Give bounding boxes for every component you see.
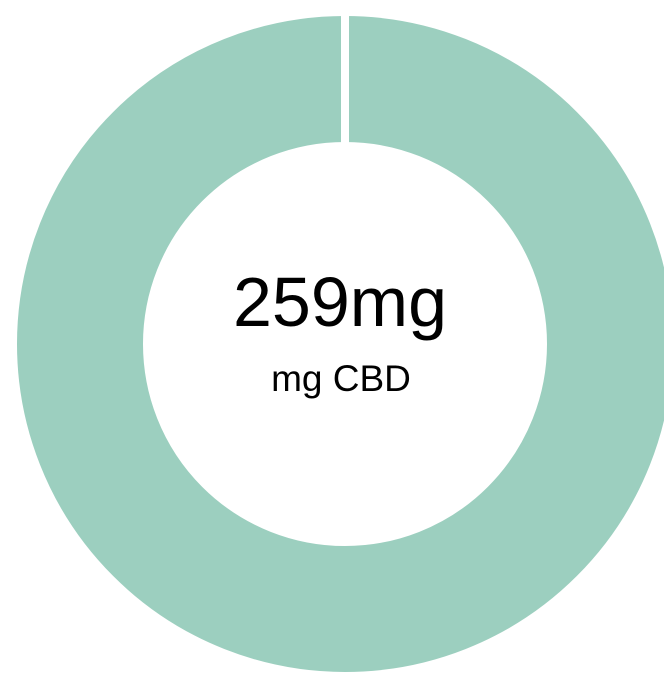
center-label: mg CBD bbox=[271, 358, 411, 399]
center-value: 259mg bbox=[233, 263, 447, 341]
donut-slices bbox=[17, 16, 664, 672]
donut-slice-0 bbox=[17, 16, 664, 672]
